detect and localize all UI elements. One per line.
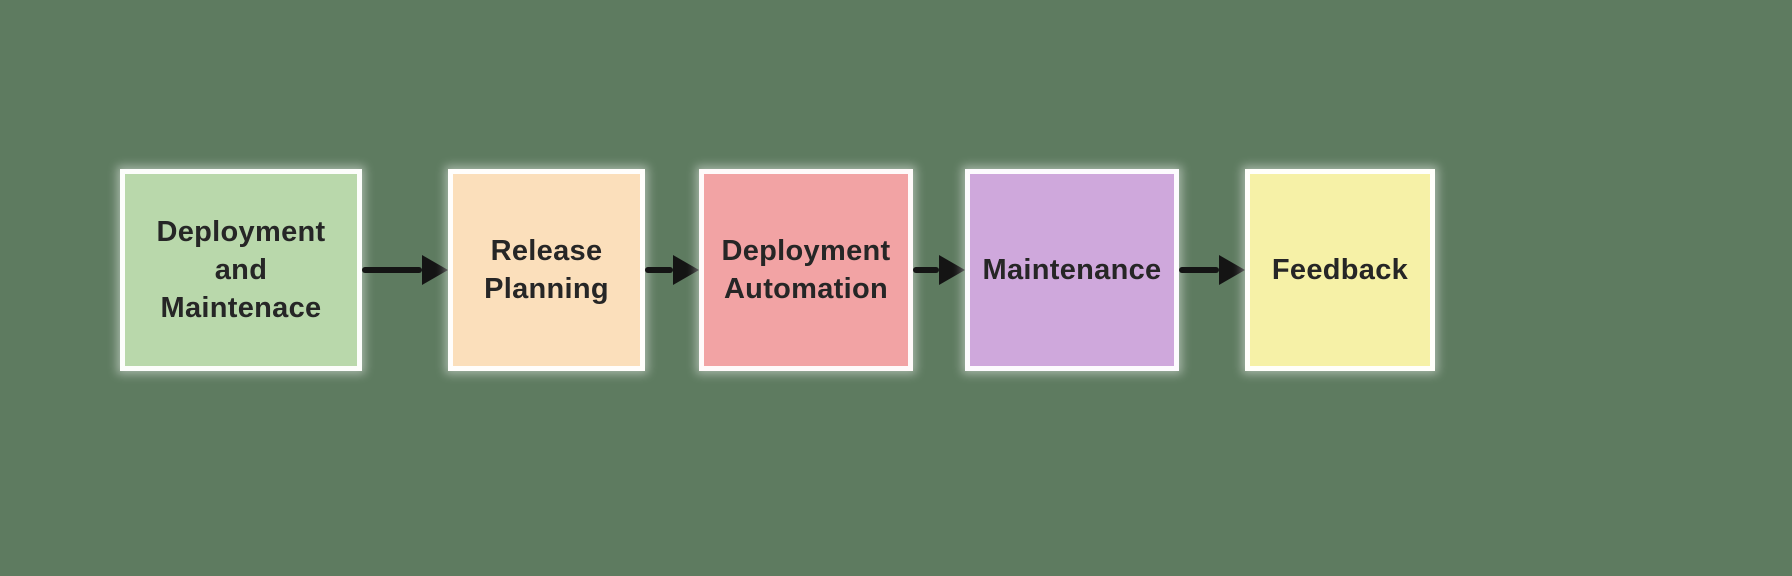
node-deployment-automation-label: Deployment Automation [721,234,891,305]
arrowhead-icon [939,255,965,285]
node-deployment-and-maintenance: Deployment and Maintenace [120,169,362,371]
arrow-shaft [913,267,939,273]
node-deployment-automation: Deployment Automation [699,169,913,371]
node-release-planning: Release Planning [448,169,645,371]
arrow-shaft [362,267,422,273]
arrow-shaft [645,267,673,273]
arrow-right-icon [913,255,965,285]
node-feedback: Feedback [1245,169,1435,371]
arrow-right-icon [1179,255,1245,285]
arrowhead-icon [422,255,448,285]
node-feedback-label: Feedback [1271,253,1409,286]
arrow-right-icon [362,255,448,285]
arrowhead-icon [673,255,699,285]
arrow-shaft [1179,267,1219,273]
arrow-right-icon [645,255,699,285]
node-maintenance: Maintenance [965,169,1179,371]
node-maintenance-label: Maintenance [982,253,1162,286]
node-release-planning-label: Release Planning [484,234,609,305]
arrowhead-icon [1219,255,1245,285]
flowchart: Deployment and Maintenace Release Planni… [120,169,1435,371]
node-deployment-and-maintenance-label: Deployment and Maintenace [156,215,326,325]
